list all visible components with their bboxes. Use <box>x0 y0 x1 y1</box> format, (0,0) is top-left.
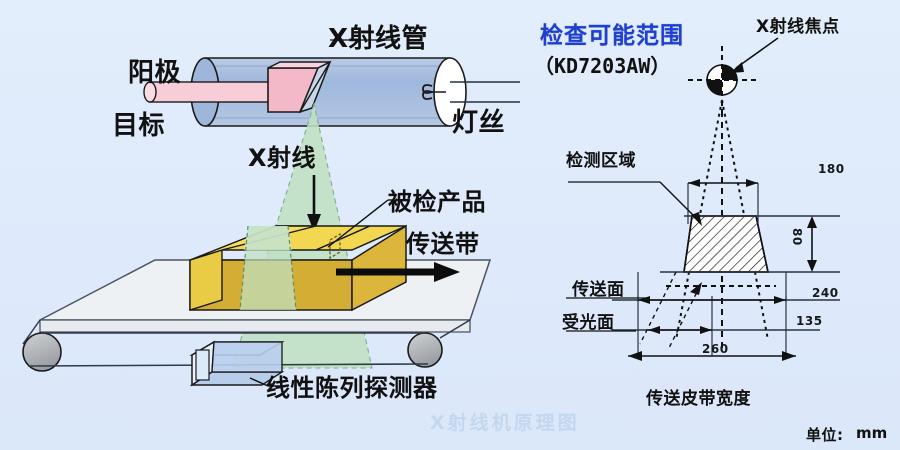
conveyor-roller-right <box>407 332 443 368</box>
label-conveyor-belt: 传送带 <box>406 230 480 258</box>
dimension-value-80: 80 <box>790 228 804 246</box>
unit-value: mm <box>856 424 888 442</box>
label-target: 目标 <box>112 111 166 141</box>
right-panel-model: （KD7203AW） <box>534 54 671 78</box>
dimension-80 <box>807 216 817 272</box>
dimension-value-180: 180 <box>818 162 845 176</box>
inspected-product-box <box>189 224 460 312</box>
belt-direction-arrow <box>434 262 460 282</box>
label-light-receiving-surface: 受光面 <box>562 313 615 333</box>
filament <box>422 81 520 103</box>
linear-array-detector <box>189 340 288 387</box>
dimension-260 <box>628 351 796 361</box>
dimension-value-260: 260 <box>702 342 729 356</box>
label-inspection-area: 检测区域 <box>566 151 636 171</box>
unit-label: 单位: <box>806 426 844 444</box>
right-panel-graphics <box>566 37 840 361</box>
label-xray-tube: X射线管 <box>328 24 429 54</box>
label-filament: 灯丝 <box>452 108 506 138</box>
anode-assembly <box>143 60 332 114</box>
label-conveying-surface: 传送面 <box>572 280 625 300</box>
left-panel-leaders <box>327 39 400 248</box>
label-anode: 阳极 <box>128 58 182 88</box>
dimension-value-135: 135 <box>796 314 823 328</box>
dimension-135 <box>648 326 712 334</box>
label-linear-array-detector: 线性陈列探测器 <box>266 374 438 402</box>
label-xray-beam: X射线 <box>248 144 317 172</box>
dimension-180 <box>688 179 758 187</box>
label-xray-focal-point: X射线焦点 <box>756 17 840 37</box>
dimension-value-240: 240 <box>812 286 839 300</box>
label-belt-width: 传送皮带宽度 <box>646 389 751 409</box>
right-panel-title: 检查可能范围 <box>540 23 684 49</box>
label-inspected-product: 被检产品 <box>388 188 486 216</box>
